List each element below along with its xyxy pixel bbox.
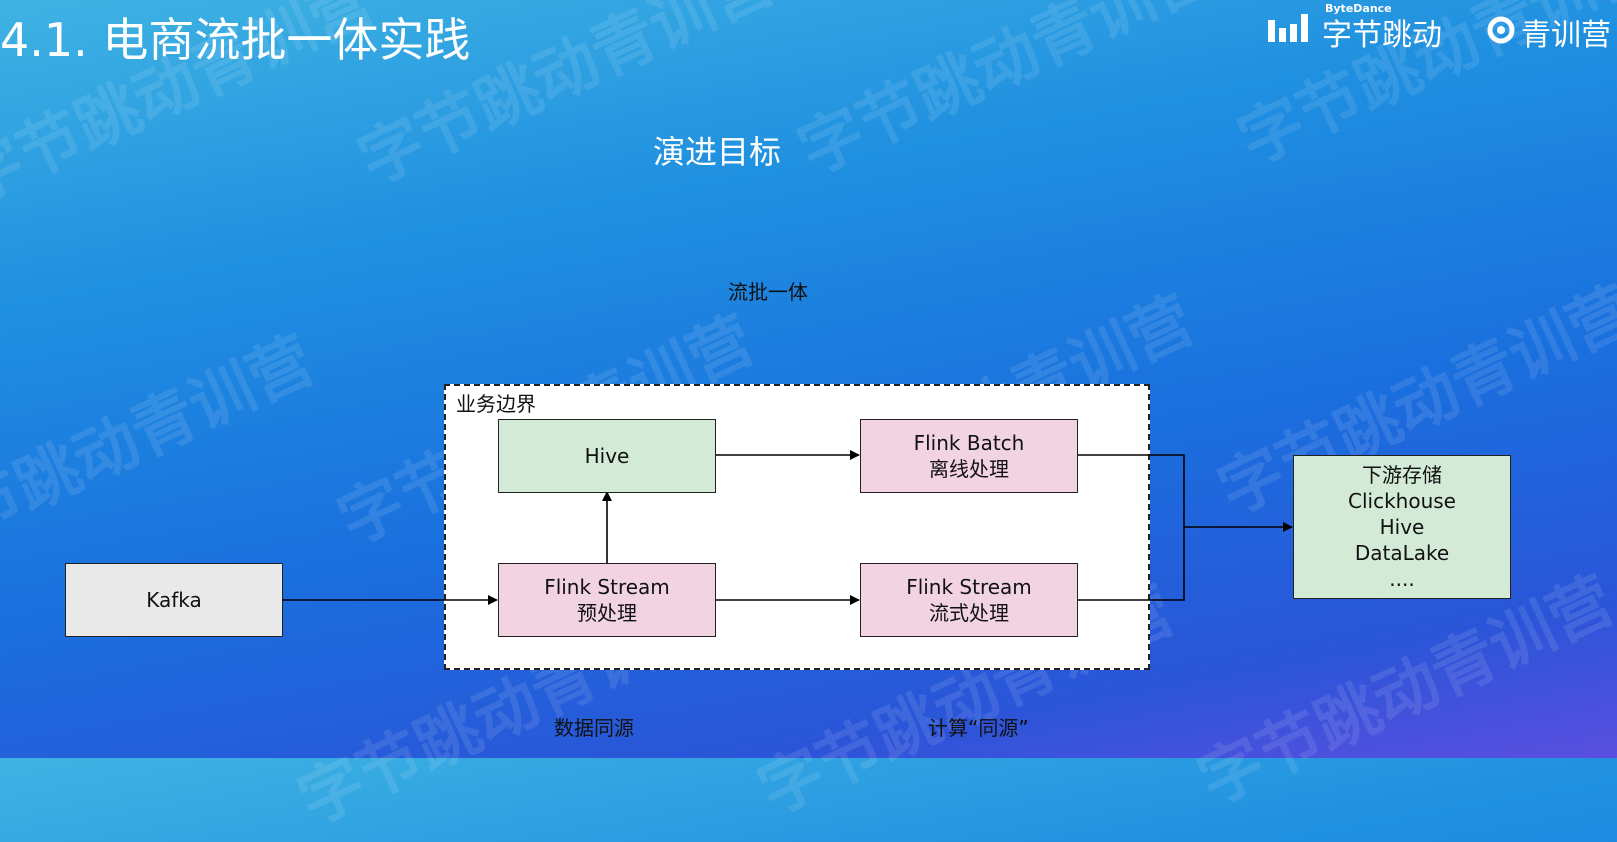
node-line: DataLake [1354, 541, 1450, 565]
node-flink-stream-rt: Flink Stream 流式处理 [860, 563, 1078, 637]
node-hive-line: Hive [584, 444, 630, 468]
diagram-connectors [282, 450, 1293, 605]
node-line: 下游存储 [1362, 463, 1442, 487]
qingxunying-text: 青训营 [1521, 18, 1611, 53]
node-line: Flink Stream [906, 575, 1032, 599]
node-downstream-storage: 下游存储 Clickhouse Hive DataLake .... [1293, 455, 1511, 599]
node-kafka: Kafka [65, 563, 283, 637]
diagram-bottom-left-label: 数据同源 [554, 716, 634, 740]
node-flink-batch: Flink Batch 离线处理 [860, 419, 1078, 493]
diagram-top-label: 流批一体 [728, 280, 808, 304]
node-line: 流式处理 [929, 601, 1009, 625]
node-line: .... [1389, 567, 1415, 591]
bytedance-text: 字节跳动 [1322, 18, 1442, 53]
node-kafka-line: Kafka [146, 588, 202, 612]
node-line: 预处理 [577, 601, 637, 625]
qingxunying-mark-icon [1487, 16, 1515, 44]
bytedance-mark-icon [1268, 14, 1308, 42]
node-hive: Hive [498, 419, 716, 493]
slide-subtitle: 演进目标 [653, 133, 782, 171]
diagram-bottom-right-label: 计算“同源” [928, 716, 1029, 740]
node-flink-stream-pre: Flink Stream 预处理 [498, 563, 716, 637]
node-line: Flink Batch [913, 431, 1025, 455]
bytedance-small-text: ByteDance [1325, 2, 1392, 15]
connector-flink-batch-out [1078, 454, 1185, 601]
node-line: Clickhouse [1348, 489, 1456, 513]
business-boundary-label: 业务边界 [456, 392, 536, 416]
node-line: Hive [1379, 515, 1425, 539]
slide-title: 4.1. 电商流批一体实践 [0, 13, 471, 67]
node-line: Flink Stream [544, 575, 670, 599]
node-line: 离线处理 [929, 457, 1009, 481]
